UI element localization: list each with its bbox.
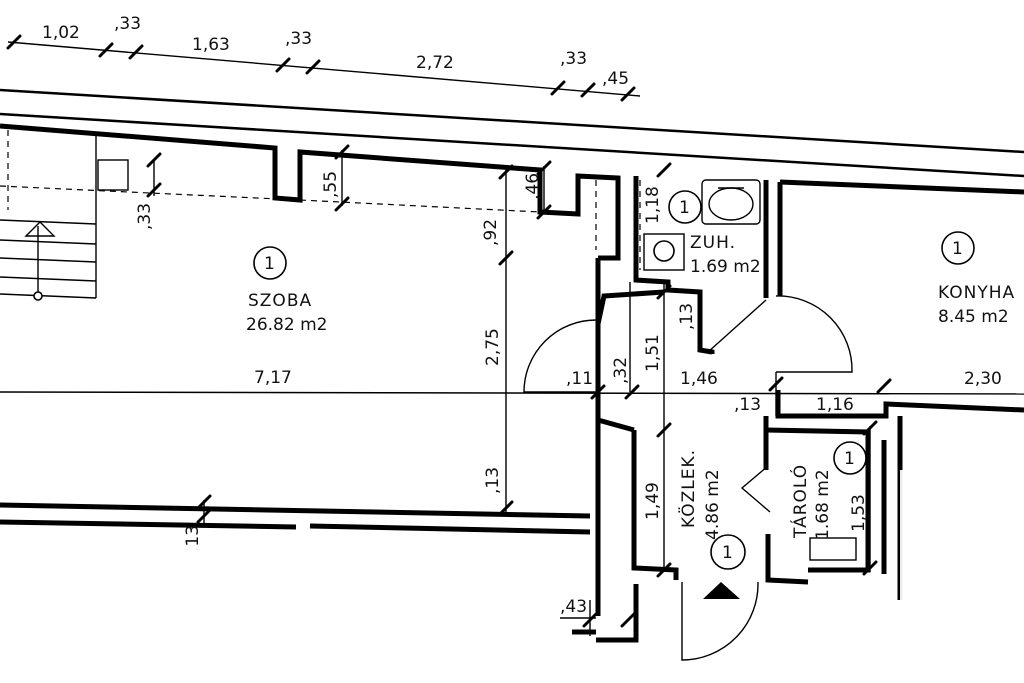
top-dimension-chain: 1,02 ,33 1,63 ,33 2,72 ,33 ,45 [6,14,641,102]
dim-013-mid: ,13 [734,395,761,415]
dim-032: ,32 [611,357,631,384]
room-area-tarolo: 1.68 m2 [813,469,833,540]
room-kozlek: KÖZLEK. 4.86 m2 [677,449,723,540]
dim-153: 1,53 [849,494,869,532]
dim-116: 1,16 [816,395,854,415]
room-name-szoba: SZOBA [248,291,312,311]
room-name-kozlek: KÖZLEK. [677,449,699,528]
dim-013-bottom: ,13 [183,525,203,552]
dim-label-3: 1,63 [192,35,230,55]
room-name-zuh: ZUH. [690,233,736,253]
dim-013-szoba: ,13 [483,467,503,494]
walls [0,123,1024,643]
doors [523,295,853,661]
room-tarolo: 1 TÁROLÓ 1.68 m2 [789,441,867,540]
entrance-marker-num: 1 [722,543,733,563]
faded-lower-area [0,470,1024,683]
room-marker-szoba [253,246,287,280]
dim-092: ,92 [481,219,501,246]
room-marker-tarolo [833,441,867,475]
entrance-marker-circle [710,534,746,570]
dim-146: 1,46 [680,369,718,389]
room-szoba: 1 SZOBA 26.82 m2 [246,246,327,335]
room-marker-zuh-num: 1 [679,198,690,218]
room-area-konyha: 8.45 m2 [938,307,1009,327]
dim-118: 1,18 [643,186,663,224]
dim-046: ,46 [523,173,543,200]
room-zuh: 1 ZUH. 1.69 m2 [668,190,761,277]
interior-ticks [146,144,892,628]
dim-011: ,11 [566,369,593,389]
dashed-lines [0,130,641,270]
entrance-marker: 1 [703,534,746,599]
dim-149: 1,49 [643,482,663,520]
room-name-konyha: KONYHA [938,283,1015,303]
room-area-kozlek: 4.86 m2 [703,469,723,540]
dim-055: ,55 [321,171,341,198]
room-area-szoba: 26.82 m2 [246,315,327,335]
dim-label-1: 1,02 [42,23,80,43]
room-konyha: 1 KONYHA 8.45 m2 [938,231,1015,327]
dim-033-left: ,33 [135,203,155,230]
dim-230: 2,30 [964,369,1002,389]
fixtures [643,179,857,561]
dim-label-6: ,33 [560,49,587,69]
facade-walls [0,88,1024,178]
dimension-labels: ,33 ,55 ,46 ,92 1,18 2,75 7,17 ,11 ,32 1… [135,171,1002,617]
dim-label-4: ,33 [285,29,312,49]
interior-dimension-lines [0,150,1024,636]
dim-label-7: ,45 [602,69,629,89]
dim-013-zuh: ,13 [677,303,697,330]
entrance-arrow-icon [703,582,740,599]
room-area-zuh: 1.69 m2 [690,257,761,277]
dim-043: ,43 [560,597,587,617]
room-marker-zuh [668,190,702,224]
room-marker-konyha [941,231,975,265]
room-marker-szoba-num: 1 [264,254,275,274]
room-name-tarolo: TÁROLÓ [789,464,811,539]
dim-275: 2,75 [483,328,503,366]
dim-label-5: 2,72 [416,53,454,73]
dim-label-2: ,33 [114,14,141,34]
dim-717: 7,17 [254,368,292,388]
dimension-ticks [6,34,636,102]
room-marker-tarolo-num: 1 [844,449,855,469]
staircase [0,136,129,301]
dim-151: 1,51 [643,334,663,372]
room-marker-konyha-num: 1 [952,239,963,259]
